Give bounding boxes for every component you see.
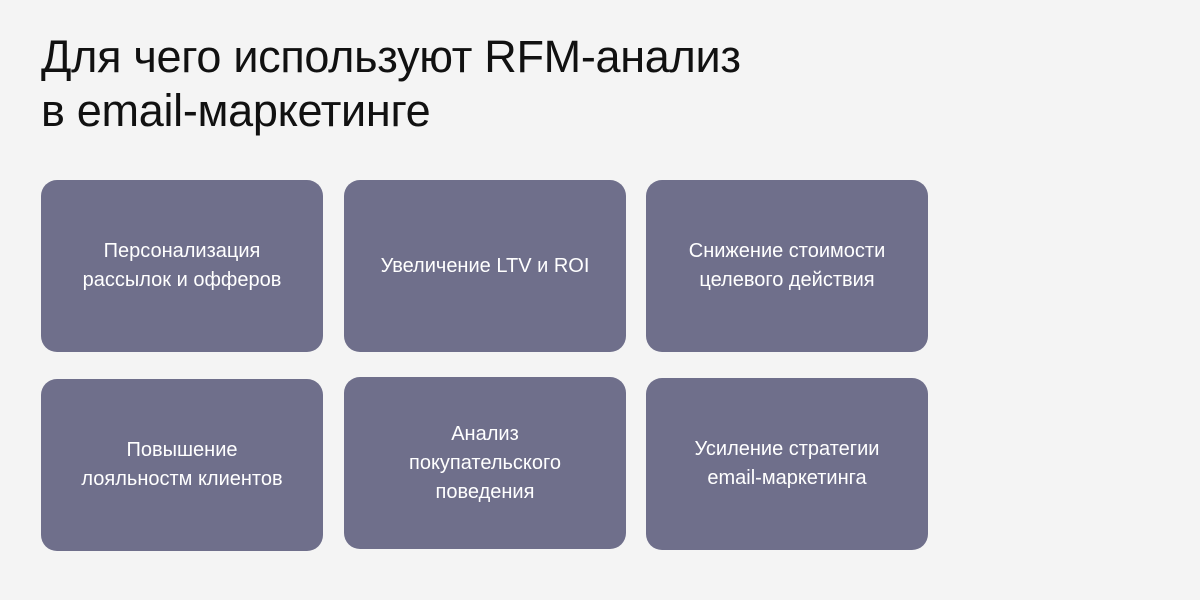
- card-ltv-roi: Увеличение LTV и ROI: [344, 180, 626, 352]
- card-text: Повышение: [126, 439, 238, 461]
- title-line-2: в email-маркетинге: [41, 85, 431, 136]
- card-strategy: Усиление стратегии email-маркетинга: [646, 378, 928, 550]
- card-text: Увеличение LTV и ROI: [380, 254, 590, 277]
- card-text: Анализ: [451, 422, 519, 445]
- card-text: Усиление стратегии: [694, 438, 880, 460]
- page-title: Для чего используют RFM-анализ в email-м…: [41, 30, 741, 138]
- card-text: целевого действия: [699, 269, 875, 291]
- title-line-1: Для чего используют RFM-анализ: [41, 31, 741, 82]
- card-text: Снижение стоимости: [688, 240, 886, 262]
- card-text: поведения: [435, 480, 535, 503]
- card-behavior-analysis: Анализ покупательского поведения: [344, 377, 626, 549]
- card-loyalty: Повышение лояльностм клиентов: [41, 379, 323, 551]
- card-text: лояльностм клиентов: [81, 468, 283, 490]
- card-text: Персонализация: [103, 240, 261, 262]
- card-text: рассылок и офферов: [82, 269, 282, 291]
- card-personalization: Персонализация рассылок и офферов: [41, 180, 323, 352]
- card-text: покупательского: [408, 451, 561, 474]
- card-text: email-маркетинга: [707, 467, 867, 489]
- card-cost-reduction: Снижение стоимости целевого действия: [646, 180, 928, 352]
